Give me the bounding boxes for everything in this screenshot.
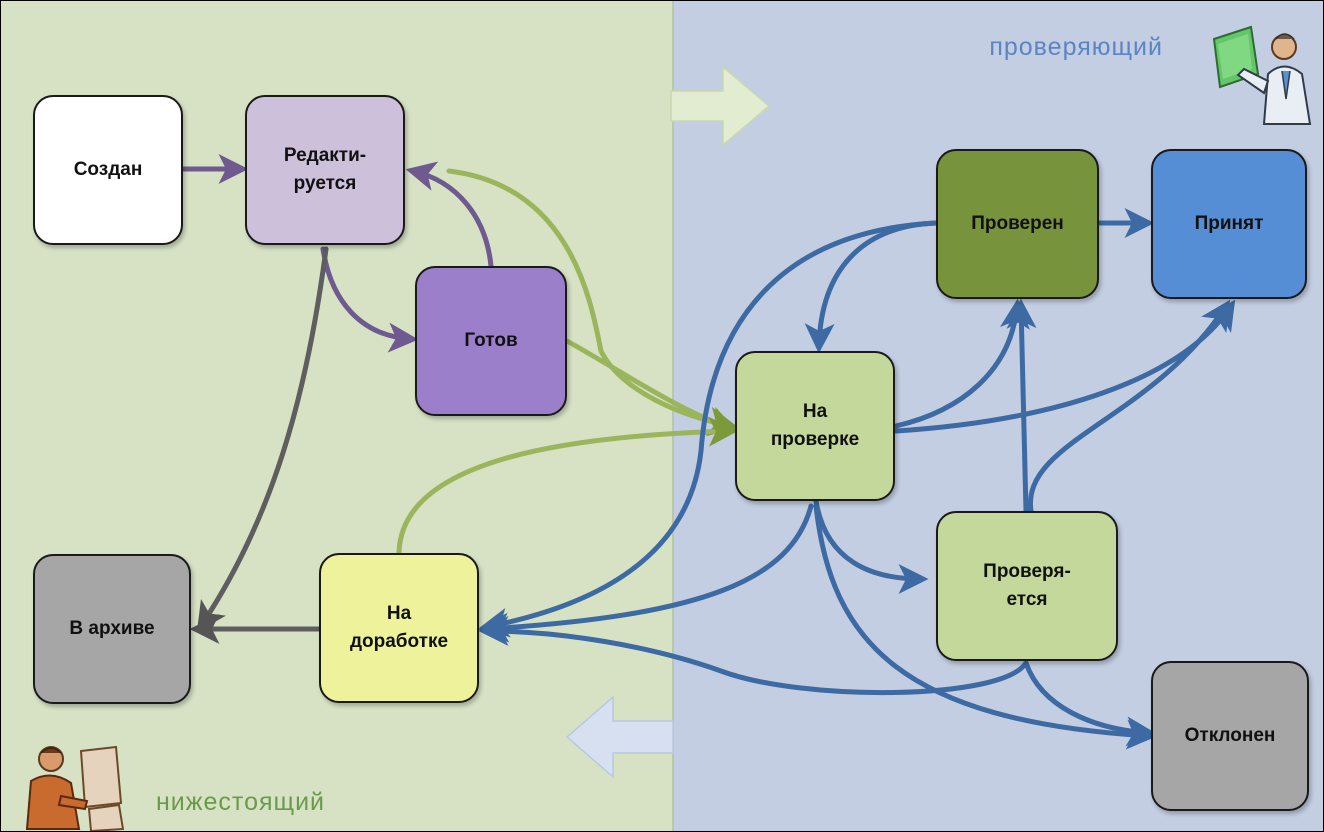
link-gotov-redakt	[405, 161, 494, 269]
link-proveryaetsya-dorabotka	[478, 616, 1029, 696]
node-sozdan: Создан	[33, 95, 183, 245]
node-proveren: Проверен	[936, 149, 1099, 299]
subordinate-figure-icon	[25, 745, 125, 831]
node-na-dorabotke: На доработке	[319, 553, 479, 703]
link-naproverke-proveren	[893, 298, 1030, 429]
link-proveryaetsya-otklonen	[1023, 660, 1157, 747]
transfer-right-arrow	[670, 65, 771, 147]
node-gotov: Готов	[415, 266, 567, 416]
node-proveryaetsya: Проверя- ется	[936, 511, 1118, 661]
node-prinyat: Принят	[1151, 149, 1307, 299]
link-redakt-naproverke	[446, 168, 739, 437]
node-v-arhive: В архиве	[33, 554, 191, 704]
node-otklonen: Отклонен	[1151, 661, 1309, 811]
reviewer-zone-label: проверяющий	[989, 33, 1163, 61]
link-proveryaetsya-prinyat	[1028, 299, 1231, 514]
node-redaktiruetsya: Редакти- руется	[245, 95, 405, 245]
zone-divider	[672, 1, 674, 831]
link-redakt-gotov	[320, 246, 419, 353]
link-naproverke-proveryaetsya	[813, 498, 929, 594]
transfer-left-arrow	[565, 695, 674, 779]
reviewer-figure-icon	[1212, 25, 1312, 125]
link-proveren-dorabotka	[478, 220, 939, 638]
link-redakt-arhiv	[196, 246, 329, 633]
link-naproverke-otklonen	[813, 503, 1157, 750]
link-naproverke-prinyat	[893, 299, 1236, 434]
subordinate-zone-label: нижестоящий	[156, 788, 326, 816]
link-naproverke-dorabotka	[478, 503, 814, 643]
node-na-proverke: На проверке	[735, 351, 895, 501]
link-dorabotka-naproverke	[396, 416, 739, 556]
link-proveryaetsya-proveren	[1006, 298, 1037, 514]
